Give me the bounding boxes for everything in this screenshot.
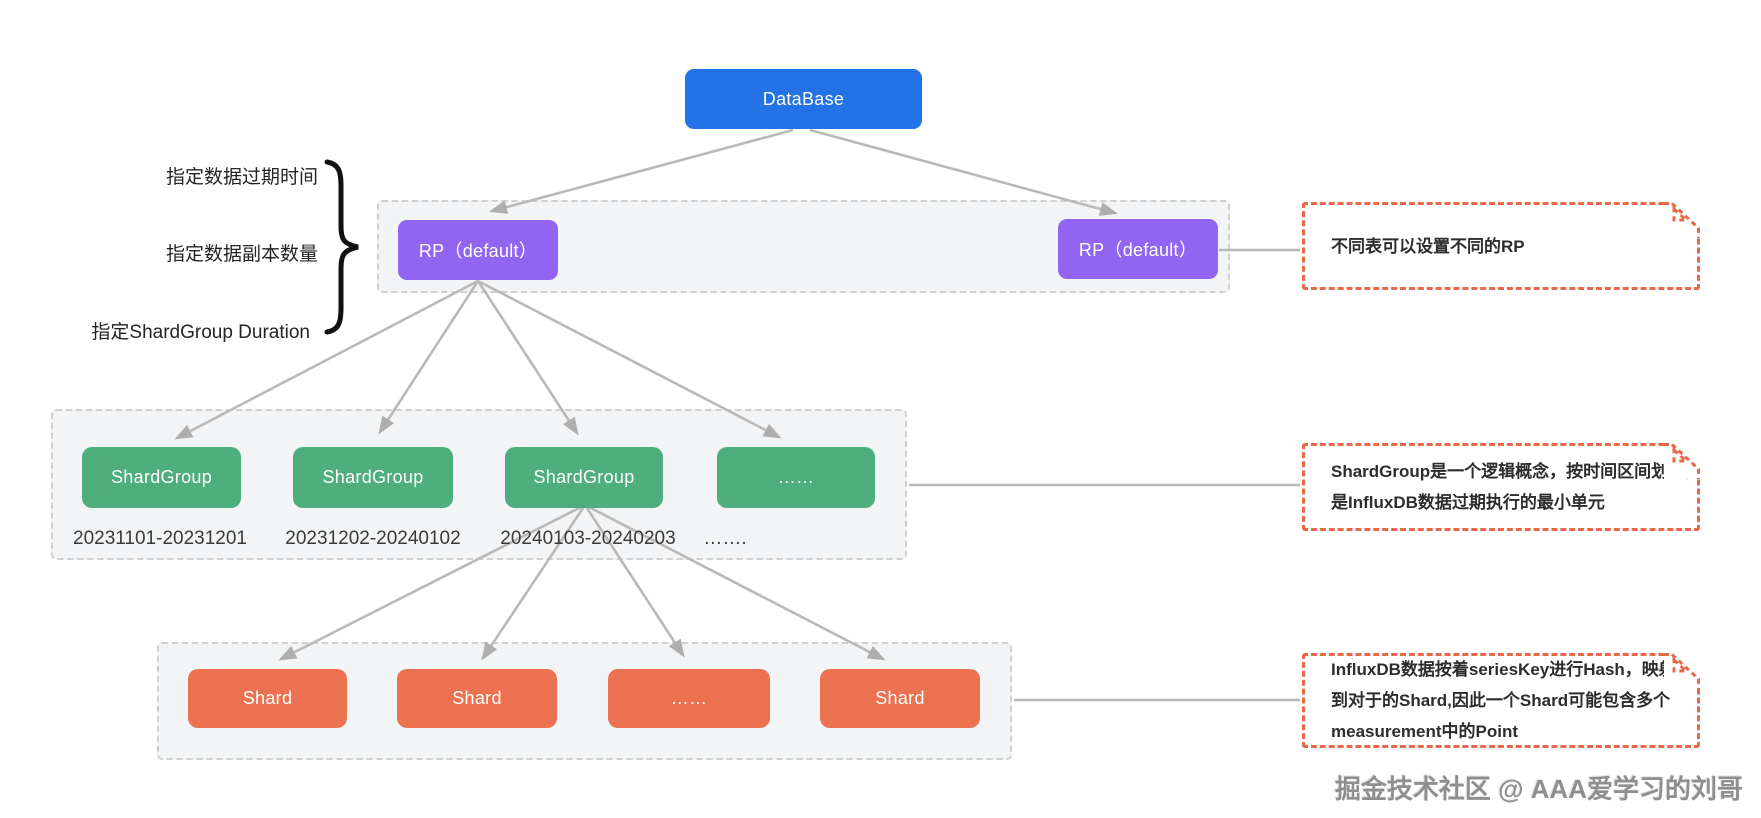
shardgroup-node-ellipsis: …… [717,447,875,508]
shardgroup-range-3: 20240103-20240203 [500,528,676,549]
shard-node-1: Shard [188,669,347,728]
shard-node-ellipsis: …… [608,669,770,728]
folded-corner-icon [1664,653,1700,689]
label-data-replica-count: 指定数据副本数量 [165,244,318,265]
shardgroup-node-1: ShardGroup [82,447,241,508]
folded-corner-icon [1664,443,1700,479]
shardgroup-node-3: ShardGroup [505,447,663,508]
shardgroup-range-1: 20231101-20231201 [73,528,247,549]
note-text: 不同表可以设置不同的RP [1331,236,1525,256]
note-text-line-1: ShardGroup是一个逻辑概念，按时间区间划分， [1331,462,1703,481]
rp-default-node-2: RP（default） [1058,219,1218,279]
note-text-line-3: measurement中的Point [1331,722,1519,741]
shard-node-2: Shard [397,669,557,728]
note-text-line-2: 是InfluxDB数据过期执行的最小单元 [1331,493,1605,512]
database-node: DataBase [685,69,922,129]
note-shardgroup: ShardGroup是一个逻辑概念，按时间区间划分， 是InfluxDB数据过期… [1302,443,1703,531]
note-text-line-1: InfluxDB数据按着seriesKey进行Hash，映射给 [1331,660,1693,679]
note-text-line-2: 到对于的Shard,因此一个Shard可能包含多个 [1331,691,1671,710]
shardgroup-range-ellipsis: ……. [703,528,747,549]
shardgroup-node-2: ShardGroup [293,447,453,508]
note-rp: 不同表可以设置不同的RP [1302,202,1700,290]
watermark-text: 掘金技术社区 @ AAA爱学习的刘哥 [1334,774,1743,804]
shardgroup-range-2: 20231202-20240102 [285,528,461,549]
label-shardgroup-duration: 指定ShardGroup Duration [91,322,310,343]
rp-default-node-1: RP（default） [398,220,558,280]
shard-node-3: Shard [820,669,980,728]
label-data-expire-time: 指定数据过期时间 [165,167,318,188]
note-shard: InfluxDB数据按着seriesKey进行Hash，映射给 到对于的Shar… [1302,653,1700,748]
folded-corner-icon [1664,202,1700,238]
